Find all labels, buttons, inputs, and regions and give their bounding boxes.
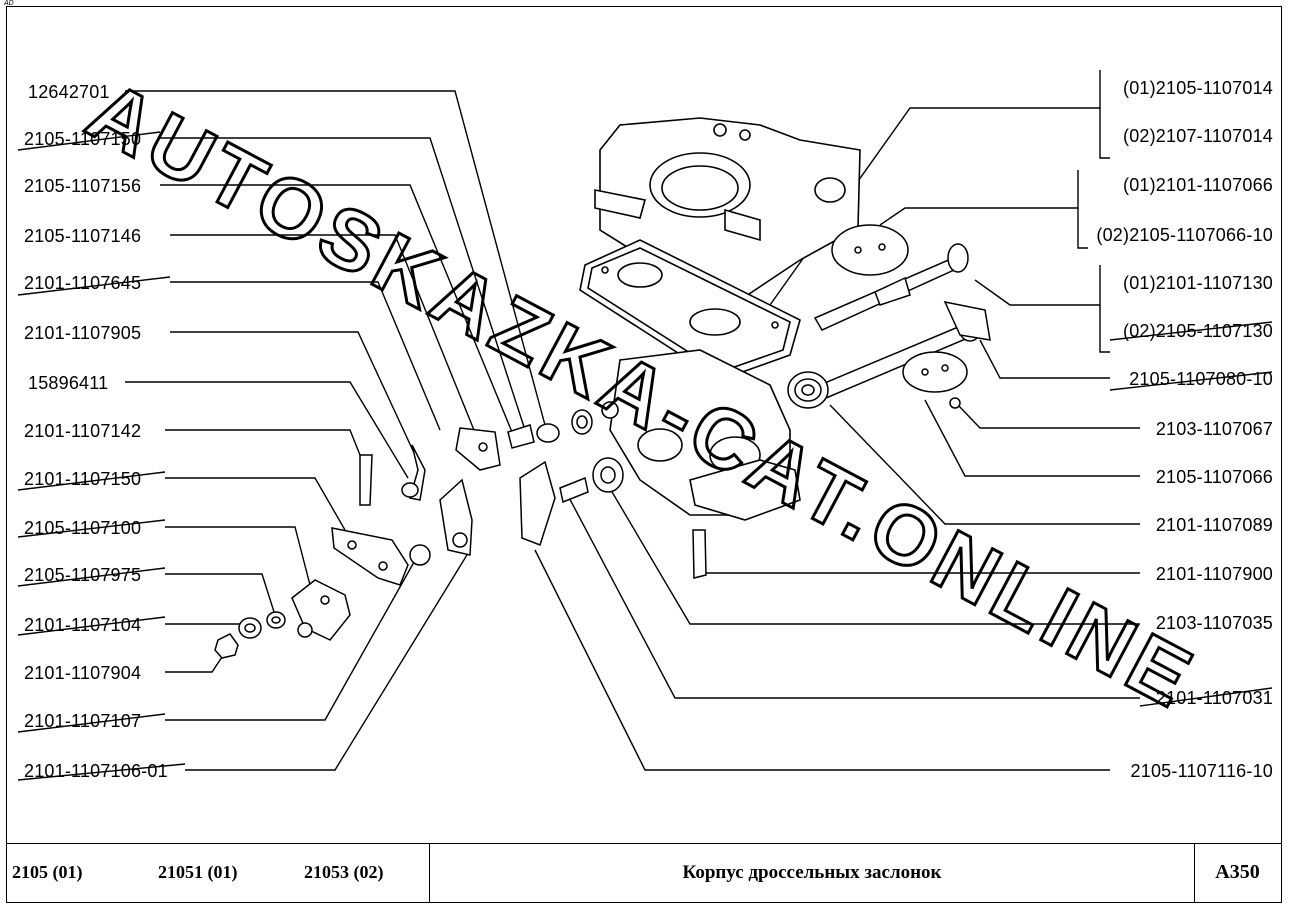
strike-mark — [17, 276, 171, 296]
leader-line — [1099, 305, 1110, 353]
model-list: 2105 (01) 21051 (01) 21053 (02) — [6, 844, 430, 902]
model-code: 2105 (01) — [12, 862, 83, 882]
callout-label: (01)2101-1107066 — [1123, 175, 1273, 195]
leader-line — [957, 404, 1140, 429]
title-block: 2105 (01) 21051 (01) 21053 (02) Корпус д… — [6, 843, 1282, 903]
leader-line — [185, 549, 471, 771]
throttle-discs — [831, 224, 968, 393]
leader-line — [170, 234, 479, 441]
leader-line — [165, 573, 276, 616]
callout-label: 2105-1107150 — [24, 129, 142, 149]
callout-label: (02)2105-1107066-10 — [1096, 225, 1273, 245]
strike-mark — [17, 713, 166, 733]
leader-line — [604, 479, 1140, 625]
diagram-title-cell: Корпус дроссельных заслонок — [430, 844, 1195, 902]
leader-line — [165, 554, 419, 721]
diagram-title: Корпус дроссельных заслонок — [682, 862, 942, 883]
strike-mark — [17, 616, 166, 636]
callout-label: 15896411 — [28, 373, 109, 393]
callout-label: 2105-1107975 — [24, 565, 142, 585]
leader-line — [165, 477, 346, 531]
callout-label: 2101-1107089 — [1155, 515, 1273, 535]
leader-line — [1099, 108, 1110, 159]
callout-label: 2101-1107142 — [24, 421, 142, 441]
leader-line — [979, 339, 1110, 379]
strike-mark — [17, 131, 161, 151]
leader-line — [125, 381, 409, 479]
sheet-code-cell: А350 — [1195, 844, 1280, 902]
return-spring — [787, 371, 829, 409]
leader-line — [170, 331, 416, 456]
leader-line — [165, 526, 311, 586]
callout-label: 2103-1107035 — [1155, 613, 1273, 633]
strike-mark — [1109, 321, 1273, 341]
strike-mark — [1139, 687, 1273, 707]
model-code: 21051 (01) — [158, 862, 238, 882]
callout-label: 2105-1107100 — [24, 518, 142, 538]
leader-line — [1077, 208, 1088, 249]
leader-line — [170, 281, 441, 431]
callout-label: 2105-1107146 — [24, 226, 142, 246]
leader-line — [829, 404, 1140, 525]
strike-mark — [17, 567, 166, 587]
strike-mark — [17, 763, 186, 781]
callout-label: (02)2107-1107014 — [1123, 126, 1273, 146]
callout-label: 2101-1107150 — [24, 469, 142, 489]
leader-line — [125, 90, 546, 426]
leader-line — [974, 265, 1101, 306]
sheet-code: А350 — [1215, 861, 1260, 883]
callout-label: 2101-1107905 — [24, 323, 142, 343]
leader-line — [564, 489, 1140, 699]
throttle-body — [601, 349, 801, 521]
callout-label: 12642701 — [28, 82, 110, 102]
leader-line — [165, 429, 363, 461]
strike-mark — [1109, 371, 1273, 391]
callout-label: 2101-1107900 — [1155, 564, 1273, 584]
callout-label: (02)2105-1107130 — [1123, 321, 1273, 341]
model-code: 21053 (02) — [304, 862, 384, 882]
callout-label: 2101-1107104 — [24, 615, 142, 635]
callout-label: 2105-1107066 — [1155, 467, 1273, 487]
callout-label: 2101-1107904 — [24, 663, 142, 683]
throttle-shaft-primary — [813, 243, 969, 331]
callout-label: 2101-1107107 — [24, 711, 142, 731]
leader-line — [924, 399, 1140, 477]
callout-label: 2105-1107080-10 — [1129, 369, 1273, 389]
strike-mark — [17, 519, 166, 538]
callout-label: 2101-1107645 — [24, 273, 142, 293]
callout-label: 2103-1107067 — [1155, 419, 1273, 439]
strike-mark — [17, 471, 166, 491]
callout-label: (01)2101-1107130 — [1123, 273, 1273, 293]
leader-line — [534, 549, 1110, 771]
leader-line — [160, 137, 526, 431]
callout-label: (01)2105-1107014 — [1123, 78, 1273, 98]
small-parts — [214, 397, 961, 659]
leader-line — [879, 170, 1079, 226]
callout-label: 2101-1107106-01 — [24, 761, 168, 781]
callout-label: 2105-1107116-10 — [1130, 761, 1273, 781]
corner-tag: AD — [4, 0, 14, 7]
callout-label: 2105-1107156 — [24, 176, 142, 196]
callout-label: 2101-1107031 — [1155, 688, 1273, 708]
flange-gasket — [579, 239, 801, 381]
drawing-frame — [6, 6, 1282, 903]
leader-line — [160, 184, 513, 433]
